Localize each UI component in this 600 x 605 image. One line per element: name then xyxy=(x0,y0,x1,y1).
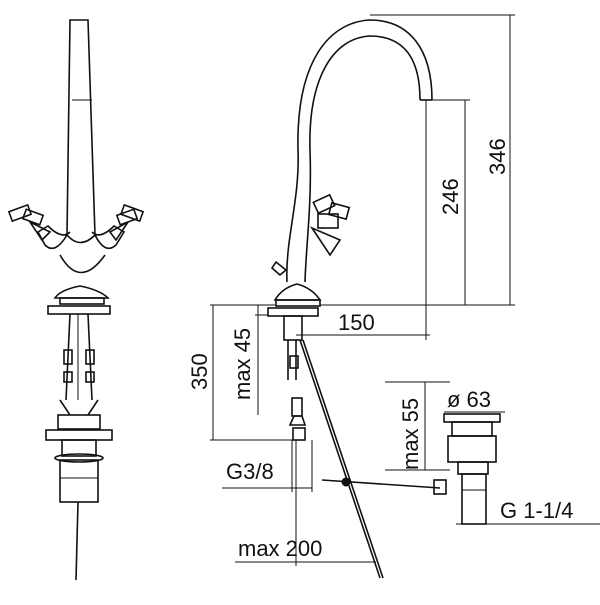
pivot-joint xyxy=(341,477,351,487)
side-base xyxy=(273,283,322,301)
drain-assembly xyxy=(443,413,501,525)
side-spout xyxy=(286,19,433,283)
front-spout xyxy=(66,19,96,244)
front-view xyxy=(7,19,145,581)
front-body xyxy=(36,224,71,250)
front-left-handle xyxy=(7,203,52,242)
dim-max45: max 45 xyxy=(230,328,255,400)
dim-g114: G 1-1/4 xyxy=(500,498,573,523)
front-right-handle xyxy=(108,203,145,242)
dimension-lines xyxy=(210,14,600,566)
dim-350: 350 xyxy=(187,353,212,390)
side-handle xyxy=(309,193,351,257)
dim-max55: max 55 xyxy=(398,398,423,470)
dim-diameter: ø 63 xyxy=(447,387,491,412)
dim-max200: max 200 xyxy=(238,536,322,561)
dim-g38: G3/8 xyxy=(226,459,274,484)
front-base xyxy=(53,285,110,299)
dim-346: 346 xyxy=(485,138,510,175)
dim-150: 150 xyxy=(338,310,375,335)
side-view xyxy=(267,19,501,579)
dim-246: 246 xyxy=(438,178,463,215)
pull-rod xyxy=(299,339,381,579)
